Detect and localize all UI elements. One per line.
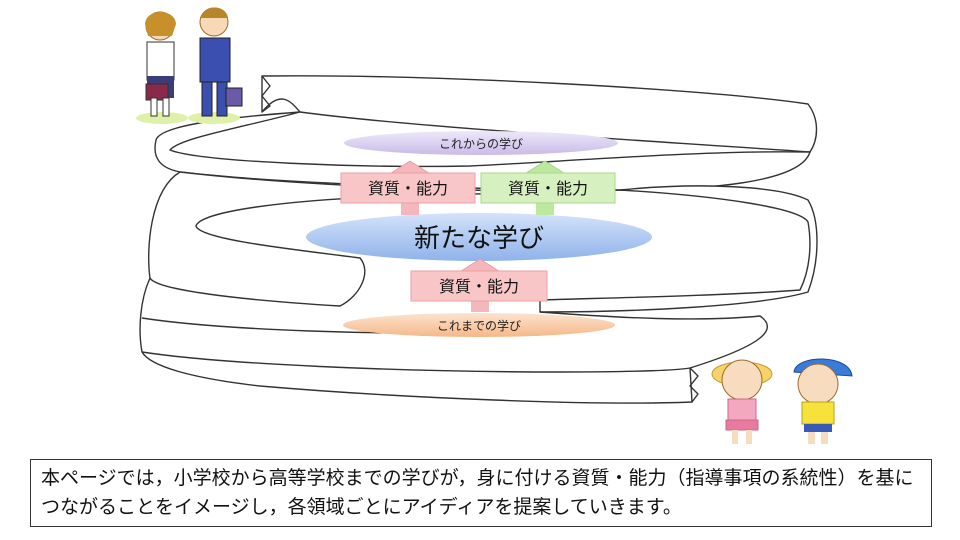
elementary-children-illustration [711,358,853,444]
high-school-students-illustration [136,7,243,124]
ability-box-bottom [410,270,548,302]
caption-box: 本ページでは，小学校から高等学校までの学びが，身に付ける資質・能力（指導事項の系… [30,459,932,527]
ability-label-right: 資質・能力 [508,179,588,198]
ability-label-left: 資質・能力 [368,179,448,198]
future-oval [344,131,618,155]
center-label: 新たな学び [414,224,544,254]
ability-label-bottom: 資質・能力 [439,277,519,296]
future-label: これからの学び [439,136,523,151]
center-oval [306,213,652,261]
spiral-ribbon [139,75,818,404]
past-oval [343,313,615,337]
past-label: これまでの学び [437,318,521,333]
ability-box-right [480,172,616,204]
ability-box-left [340,172,476,204]
